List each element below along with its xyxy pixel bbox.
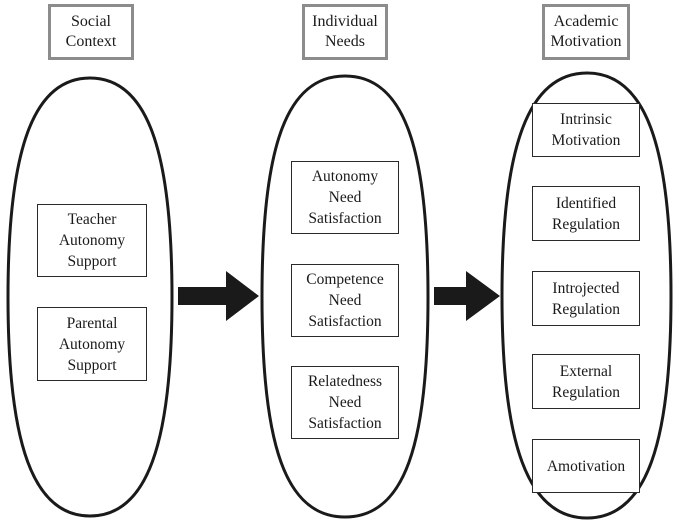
box-line: Teacher xyxy=(67,211,117,228)
box-line: Autonomy xyxy=(58,232,126,249)
box-line: Satisfaction xyxy=(308,415,382,432)
box-autonomy-need-satisfaction: Autonomy Need Satisfaction xyxy=(291,161,399,234)
box-line: Satisfaction xyxy=(308,210,382,227)
social-context-oval xyxy=(6,76,174,518)
box-line: Need xyxy=(328,292,362,309)
individual-needs-oval xyxy=(260,74,430,519)
header-line: Motivation xyxy=(550,33,622,50)
box-competence-need-satisfaction: Competence Need Satisfaction xyxy=(291,264,399,337)
header-social-context: Social Context xyxy=(48,4,134,60)
box-line: Intrinsic xyxy=(560,111,612,128)
box-identified-regulation: Identified Regulation xyxy=(532,186,640,241)
box-line: Satisfaction xyxy=(308,313,382,330)
box-line: Autonomy xyxy=(311,168,379,185)
box-relatedness-need-satisfaction: Relatedness Need Satisfaction xyxy=(291,366,399,439)
header-line: Individual xyxy=(312,13,378,30)
arrow-context-to-needs xyxy=(178,271,259,321)
academic-motivation-oval xyxy=(500,71,673,520)
box-line: Identified xyxy=(555,194,617,212)
box-line: Regulation xyxy=(551,383,621,401)
box-line: External xyxy=(559,362,613,380)
box-amotivation: Amotivation xyxy=(532,439,640,493)
box-external-regulation: External Regulation xyxy=(532,354,640,409)
header-line: Social xyxy=(71,13,111,30)
header-line: Context xyxy=(65,33,117,50)
box-line: Support xyxy=(67,253,117,270)
arrow-needs-to-motivation xyxy=(434,271,500,321)
box-line: Amotivation xyxy=(546,457,626,475)
box-intrinsic-motivation: Intrinsic Motivation xyxy=(532,103,640,157)
header-academic-motivation: Academic Motivation xyxy=(542,4,630,60)
box-introjected-regulation: Introjected Regulation xyxy=(532,271,640,326)
box-line: Regulation xyxy=(551,300,621,318)
box-line: Competence xyxy=(306,271,384,288)
box-parental-autonomy-support: Parental Autonomy Support xyxy=(37,307,147,381)
box-line: Regulation xyxy=(551,215,621,233)
header-line: Academic xyxy=(553,13,619,30)
box-line: Introjected xyxy=(552,279,620,297)
box-line: Need xyxy=(328,394,362,411)
box-line: Need xyxy=(328,189,362,206)
box-line: Motivation xyxy=(551,132,621,149)
header-line: Needs xyxy=(325,33,365,50)
box-line: Parental xyxy=(66,314,118,332)
header-individual-needs: Individual Needs xyxy=(302,4,388,60)
box-line: Autonomy xyxy=(58,335,126,353)
box-teacher-autonomy-support: Teacher Autonomy Support xyxy=(37,204,147,277)
box-line: Relatedness xyxy=(307,373,383,390)
box-line: Support xyxy=(67,356,117,374)
